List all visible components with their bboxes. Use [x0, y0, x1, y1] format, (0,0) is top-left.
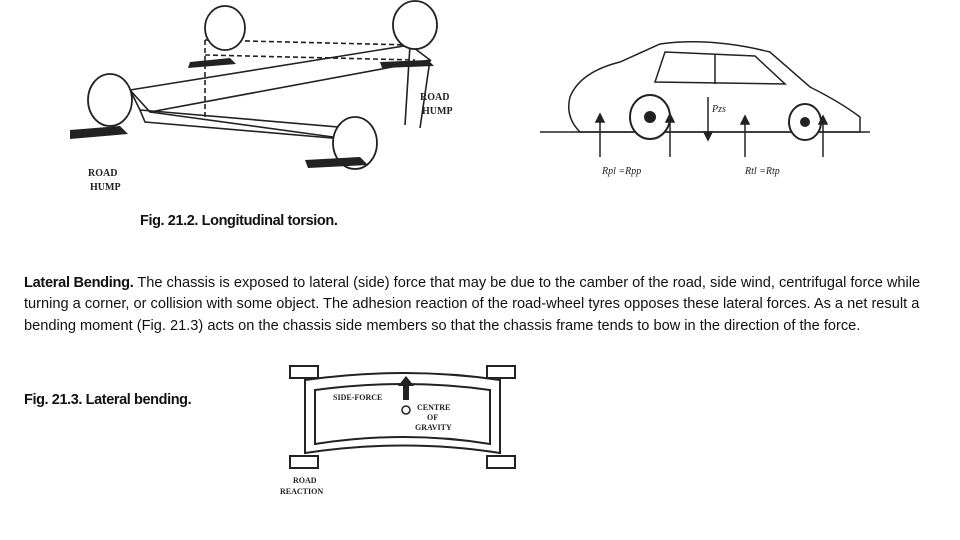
road-hump-label-left: ROAD [88, 168, 117, 179]
lateral-bending-figure: SIDE-FORCE CENTRE OF GRAVITY ROAD REACTI… [275, 358, 540, 503]
force-pzs-label: Pzs [711, 104, 726, 115]
chassis-frame-outer [304, 372, 501, 455]
figure-caption-lateral-bending: Fig. 21.3. Lateral bending. [24, 392, 192, 408]
wheel-bottom-right [486, 455, 516, 469]
wheel-front-right [332, 116, 378, 170]
road-hump-label-left-2: HUMP [90, 182, 121, 193]
wheel-rear-right [392, 0, 438, 50]
paragraph-body: The chassis is exposed to lateral (side)… [24, 274, 921, 334]
force-rtl-label: Rtl =Rtp [744, 166, 780, 177]
frame-top-member [128, 44, 432, 113]
chassis-frame-inner [314, 383, 491, 446]
centre-of-gravity-marker [401, 405, 411, 415]
figure-caption-longitudinal-torsion: Fig. 21.2. Longitudinal torsion. [140, 213, 338, 229]
gravity-label: GRAVITY [415, 423, 452, 432]
lateral-bending-paragraph: Lateral Bending. The chassis is exposed … [24, 273, 924, 338]
longitudinal-torsion-figure: ROAD HUMP ROAD HUMP [55, 0, 475, 200]
wheel-bottom-left [289, 455, 319, 469]
wheel-rear-left [204, 5, 246, 51]
wheel-top-left [289, 365, 319, 379]
force-rpl-label: Rpl =Rpp [601, 166, 641, 177]
paragraph-lead: Lateral Bending. [24, 274, 134, 291]
car-force-figure: Pzs Rpl =Rpp Rtl =Rtp [540, 22, 870, 192]
road-hump-label-right: ROAD [420, 92, 449, 103]
side-force-label: SIDE-FORCE [333, 393, 382, 402]
centre-label: CENTRE [417, 403, 450, 412]
road-hump-label-right-2: HUMP [422, 106, 453, 117]
road-reaction-label: ROAD [293, 476, 317, 485]
side-force-arrow [398, 376, 414, 400]
wheel-front-left [87, 73, 133, 127]
wheel-top-right [486, 365, 516, 379]
car-body [568, 41, 861, 133]
road-reaction-label-2: REACTION [280, 487, 323, 496]
of-label: OF [427, 413, 438, 422]
